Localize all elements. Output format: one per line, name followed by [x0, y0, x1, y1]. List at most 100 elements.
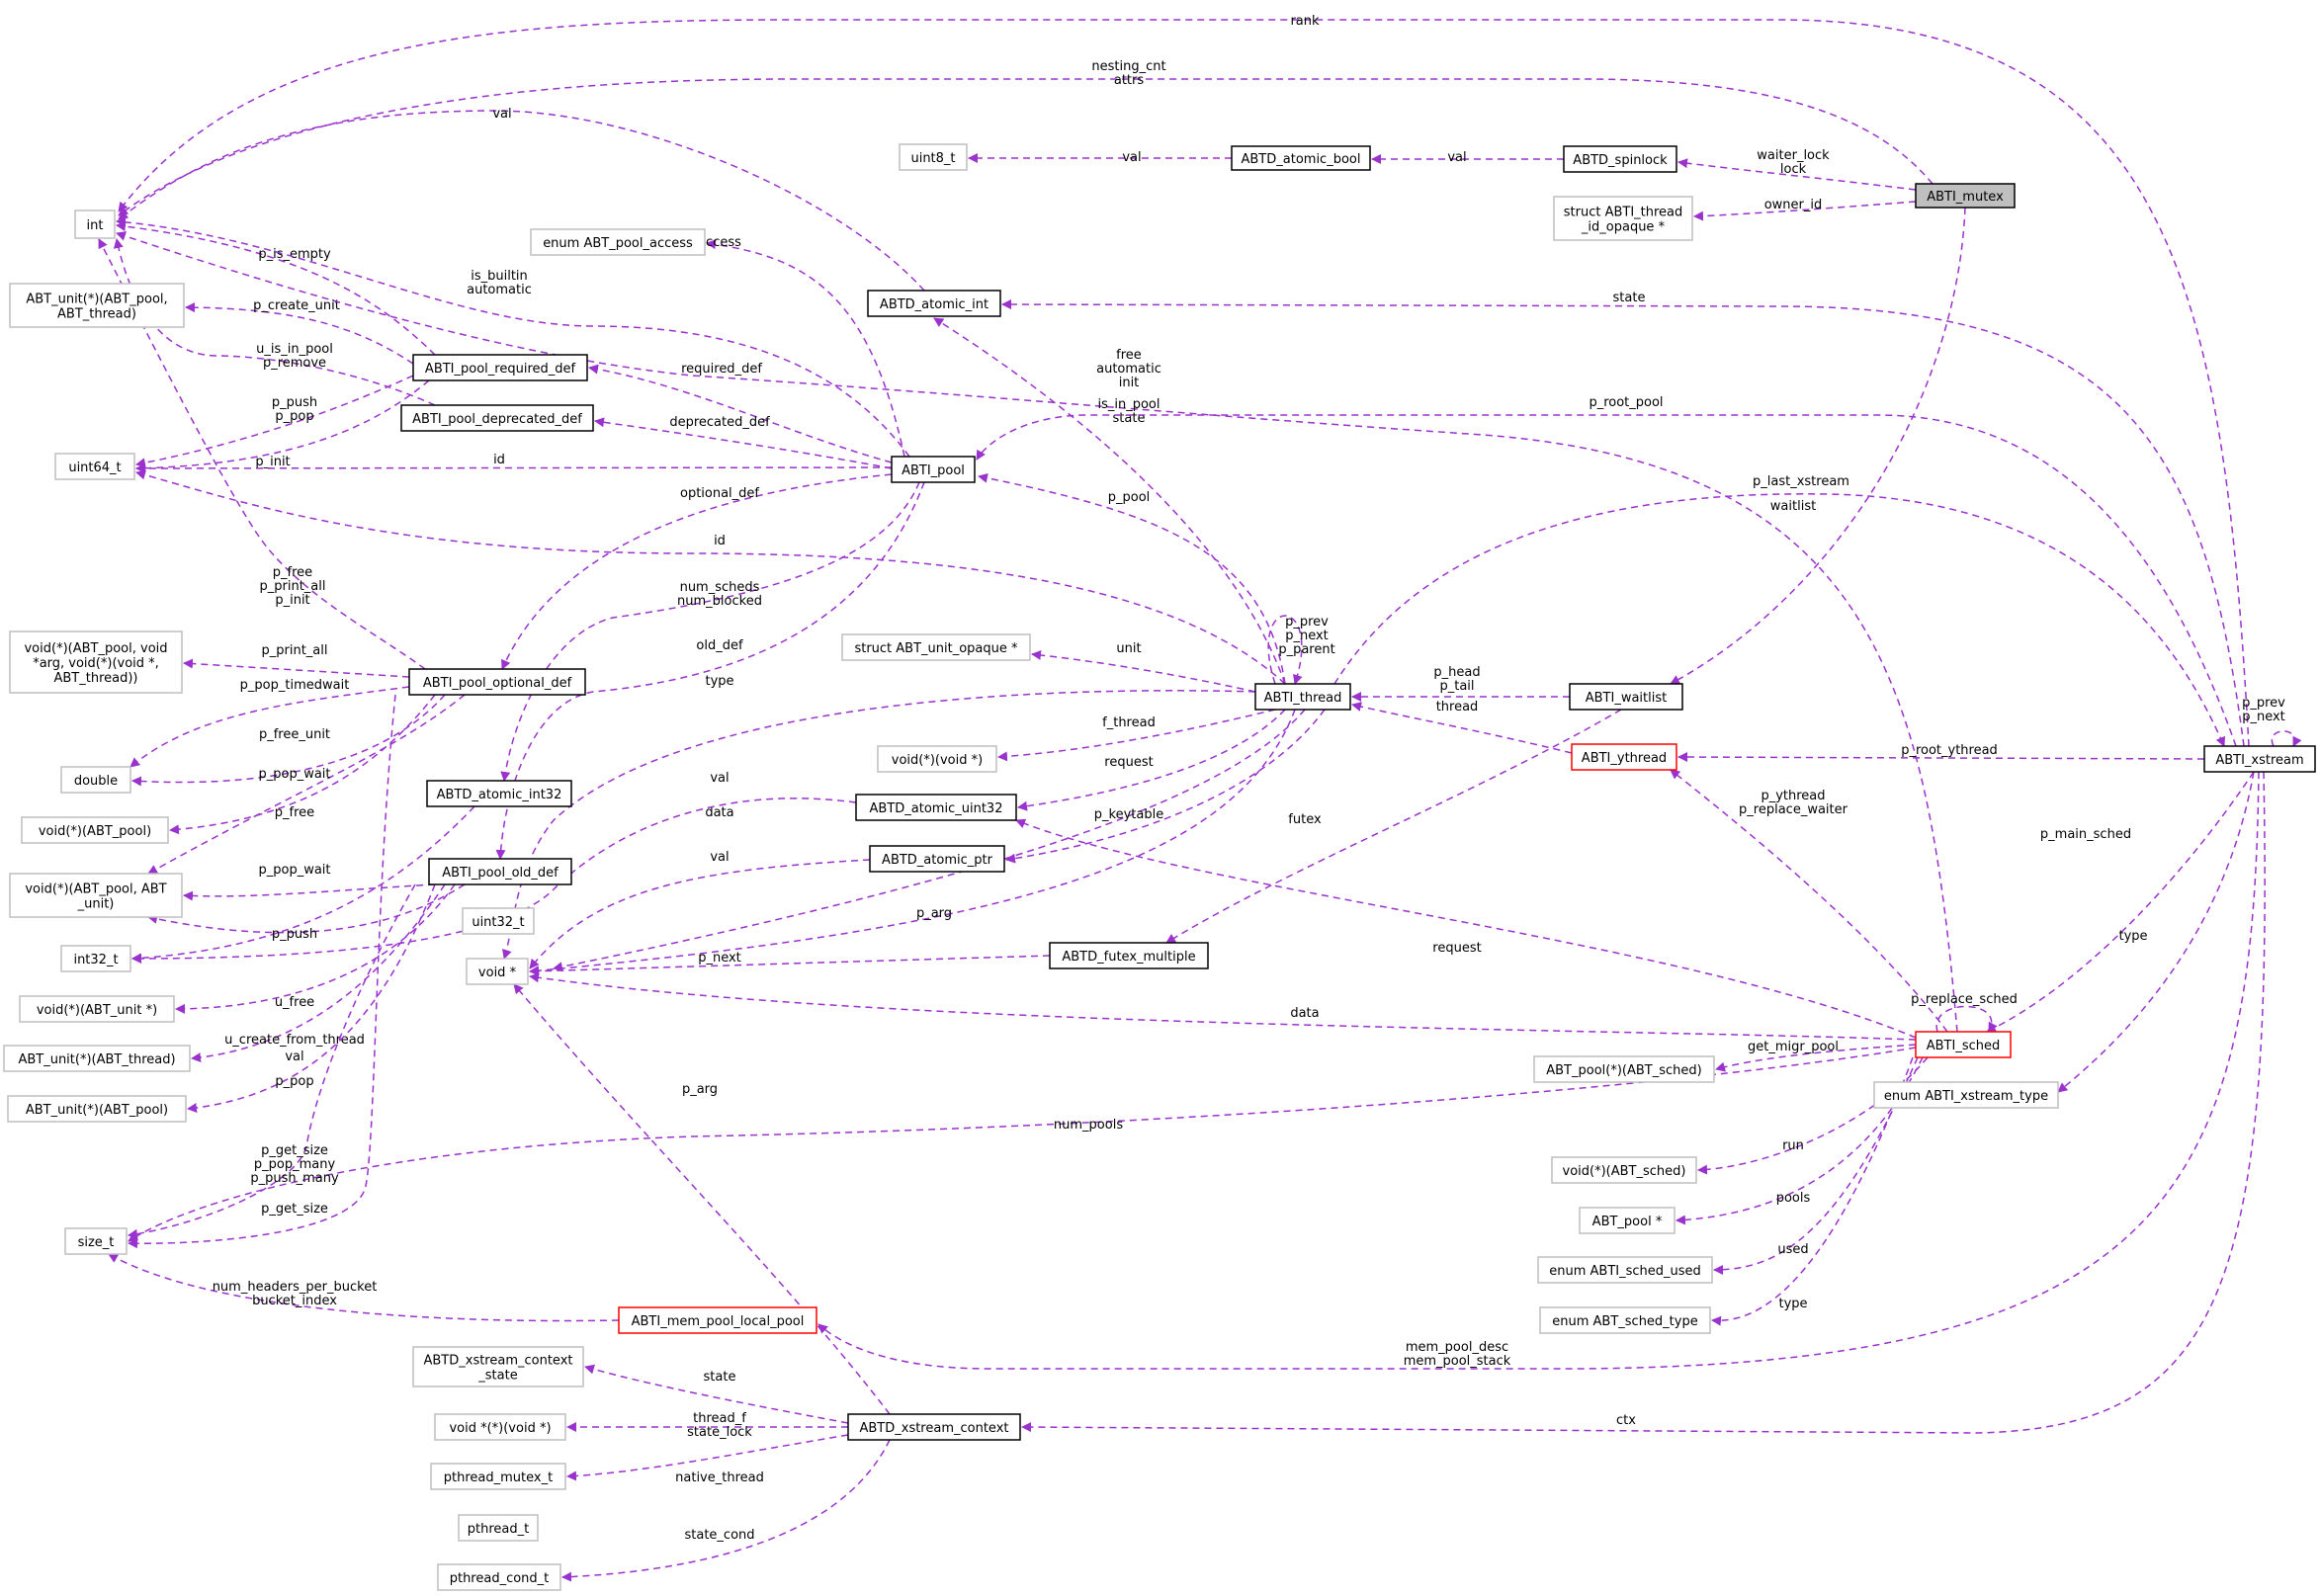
edge-line: [1711, 1056, 1914, 1326]
node-abti_pool[interactable]: ABTI_pool: [891, 456, 976, 483]
node-abtd_spinlock[interactable]: ABTD_spinlock: [1563, 145, 1677, 173]
edge-label-line: num_blocked: [677, 594, 762, 609]
node-void_abt_unit_ptr[interactable]: void(*)(ABT_unit *): [19, 995, 175, 1023]
node-abtd_atomic_int32[interactable]: ABTD_atomic_int32: [426, 780, 572, 807]
edge-line: [169, 694, 436, 835]
node-enum_abti_sched_used[interactable]: enum ABTI_sched_used: [1537, 1256, 1713, 1284]
edge-abti_pool-to-abti_pool_optional_def: optional_def: [501, 473, 893, 670]
edge-label-line: val: [710, 771, 729, 786]
node-abt_unit_thread[interactable]: ABT_unit(*)(ABT_thread): [3, 1045, 191, 1072]
node-double[interactable]: double: [60, 766, 131, 794]
node-void_ptr[interactable]: void *: [466, 958, 529, 985]
node-abti_thread[interactable]: ABTI_thread: [1254, 683, 1351, 711]
node-pthread_cond_t[interactable]: pthread_cond_t: [437, 1563, 561, 1591]
node-abti_pool_optional_def[interactable]: ABTI_pool_optional_def: [408, 668, 586, 696]
node-box: [7, 1095, 187, 1123]
edge-label-line: p_remove: [263, 356, 326, 371]
node-void_abt_pool_unit[interactable]: void(*)(ABT_pool, ABT_unit): [9, 873, 183, 918]
node-abtd_xstream_context[interactable]: ABTD_xstream_context: [847, 1413, 1021, 1441]
node-label-line: ABTD_atomic_ptr: [882, 853, 993, 868]
edge-abti_thread-to-abti_pool: p_pool: [978, 472, 1286, 685]
edge-abti_pool_required_def-to-int: p_is_empty: [116, 221, 436, 356]
node-label: ABTI_thread: [1264, 691, 1342, 706]
edge-label-line: data: [1290, 1006, 1319, 1021]
node-label-line: pthread_cond_t: [450, 1571, 550, 1586]
edge-label-line: p_get_size: [261, 1202, 328, 1217]
edge-label: thread: [1436, 700, 1479, 714]
node-label: ABT_pool *: [1592, 1215, 1663, 1229]
node-size_t[interactable]: size_t: [64, 1227, 128, 1255]
node-abti_sched[interactable]: ABTI_sched: [1915, 1031, 2012, 1058]
node-enum_abti_xstream_type[interactable]: enum ABTI_xstream_type: [1873, 1081, 2059, 1109]
node-pthread_mutex_t[interactable]: pthread_mutex_t: [430, 1463, 566, 1490]
edge-abti_pool_required_def-to-abt_unit_create: p_create_unit: [185, 298, 414, 365]
node-abt_unit_pool[interactable]: ABT_unit(*)(ABT_pool): [7, 1095, 187, 1123]
node-void_void_ptr[interactable]: void(*)(void *): [877, 745, 997, 773]
edge-label: p_free_unit: [259, 727, 330, 742]
node-int32_t[interactable]: int32_t: [60, 945, 131, 972]
node-label: double: [74, 774, 118, 789]
edge-label-line: p_last_xstream: [1753, 474, 1849, 489]
edge-line: [1670, 769, 1948, 1033]
node-abtd_atomic_int[interactable]: ABTD_atomic_int: [867, 290, 1001, 317]
node-abti_mutex[interactable]: ABTI_mutex: [1915, 183, 2016, 209]
node-uint64_t[interactable]: uint64_t: [54, 453, 135, 480]
edge-label-line: num_pools: [1054, 1118, 1123, 1133]
edge-label: f_thread: [1102, 715, 1156, 730]
node-int[interactable]: int: [74, 210, 116, 239]
node-void_abt_sched[interactable]: void(*)(ABT_sched): [1551, 1156, 1697, 1184]
edge-label: val: [492, 107, 511, 122]
edge-abti_pool-to-enum_abt_pool_access: access: [698, 235, 905, 458]
node-box: [434, 1413, 566, 1441]
node-box: [19, 995, 175, 1023]
node-struct_abt_unit_opaque[interactable]: struct ABT_unit_opaque *: [841, 633, 1031, 661]
node-abti_pool_old_def[interactable]: ABTI_pool_old_def: [428, 858, 572, 885]
edge-label-line: p_pop_timedwait: [240, 678, 350, 693]
edge-label: u_create_from_thread: [224, 1033, 365, 1048]
edge-label: state_cond: [684, 1528, 754, 1543]
node-label-line: *arg, void(*)(void *,: [33, 656, 159, 671]
node-abt_pool_get_migr[interactable]: ABT_pool(*)(ABT_sched): [1533, 1055, 1715, 1083]
edge-line: [1986, 771, 2255, 1033]
edge-label-line: mem_pool_desc: [1406, 1340, 1508, 1355]
node-enum_abt_pool_access[interactable]: enum ABT_pool_access: [530, 228, 706, 256]
node-label-line: ABTD_xstream_context: [423, 1354, 572, 1369]
node-box: [9, 283, 185, 328]
node-abt_unit_create[interactable]: ABT_unit(*)(ABT_pool,ABT_thread): [9, 283, 185, 328]
edge-label-line: p_pop: [275, 1074, 313, 1089]
node-abti_pool_required_def[interactable]: ABTI_pool_required_def: [412, 354, 588, 381]
node-abtd_atomic_bool[interactable]: ABTD_atomic_bool: [1231, 145, 1371, 171]
node-struct_abti_thread_id_opaque[interactable]: struct ABTI_thread_id_opaque *: [1553, 196, 1693, 241]
node-abti_mem_pool_local_pool[interactable]: ABTI_mem_pool_local_pool: [618, 1306, 817, 1334]
node-enum_abt_sched_type[interactable]: enum ABT_sched_type: [1539, 1306, 1711, 1334]
edge-label: native_thread: [675, 1470, 764, 1485]
node-abt_pool_ptr[interactable]: ABT_pool *: [1579, 1207, 1676, 1234]
node-void_print_all[interactable]: void(*)(ABT_pool, void*arg, void(*)(void…: [9, 630, 183, 694]
node-abtd_xstream_context_state[interactable]: ABTD_xstream_context_state: [412, 1346, 584, 1387]
edge-label-line: deprecated_def: [669, 415, 770, 430]
edge-label-line: p_keytable: [1094, 807, 1163, 822]
node-pthread_t[interactable]: pthread_t: [458, 1514, 539, 1542]
node-box: [74, 210, 116, 239]
node-abtd_atomic_ptr[interactable]: ABTD_atomic_ptr: [869, 845, 1005, 873]
node-label-line: ABTI_mutex: [1927, 190, 2004, 205]
node-abti_pool_deprecated_def[interactable]: ABTI_pool_deprecated_def: [400, 404, 594, 432]
node-uint32_t[interactable]: uint32_t: [462, 907, 535, 935]
node-label-line: int32_t: [73, 953, 118, 967]
node-uint8_t[interactable]: uint8_t: [899, 143, 968, 171]
edge-label: state: [704, 1370, 736, 1385]
edge-label-line: p_next: [1285, 629, 1329, 643]
node-box: [428, 858, 572, 885]
node-abti_xstream[interactable]: ABTI_xstream: [2203, 745, 2316, 773]
node-void_abt_pool[interactable]: void(*)(ABT_pool): [21, 816, 169, 844]
node-box: [458, 1514, 539, 1542]
node-void_ptr_fn[interactable]: void *(*)(void *): [434, 1413, 566, 1441]
node-abti_ythread[interactable]: ABTI_ythread: [1571, 743, 1677, 771]
node-abti_waitlist[interactable]: ABTI_waitlist: [1569, 683, 1683, 711]
node-abtd_atomic_uint32[interactable]: ABTD_atomic_uint32: [855, 794, 1017, 821]
edge-line: [566, 1434, 849, 1481]
node-box: [1915, 1031, 2012, 1058]
node-abtd_futex_multiple[interactable]: ABTD_futex_multiple: [1049, 942, 1209, 969]
